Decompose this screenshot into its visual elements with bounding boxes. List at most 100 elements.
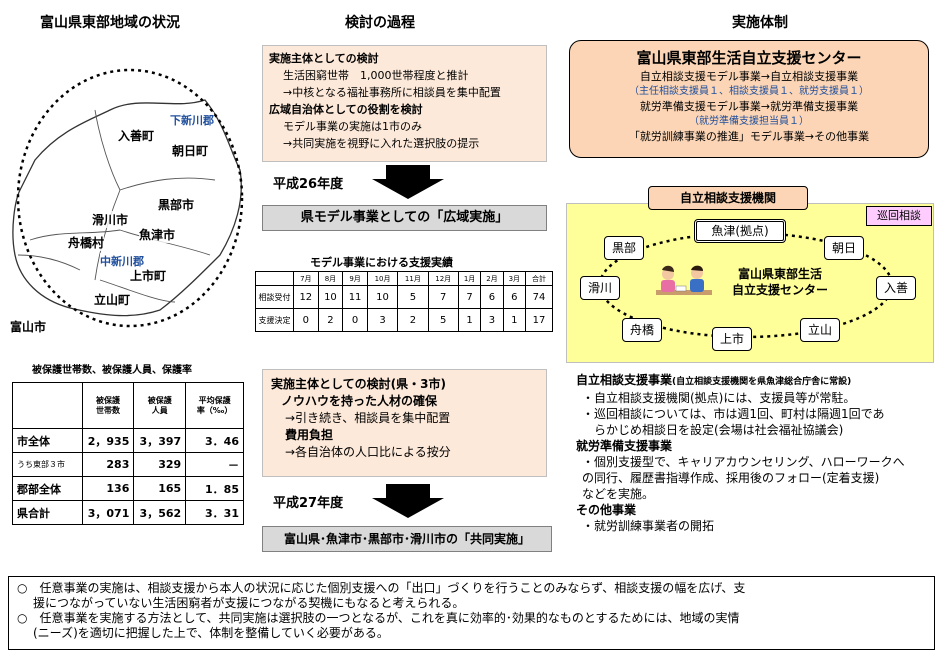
conclusion-line: (ニーズ)を適切に把握した上で、体制を整備していく必要がある。: [33, 626, 389, 640]
cell: 2: [317, 308, 344, 332]
table-row: 郡部全体 136 165 1．85: [12, 476, 244, 501]
month-header: 12月: [427, 271, 459, 286]
cell: 12: [293, 285, 319, 309]
month-header: 合計: [524, 271, 554, 286]
month-header: 7月: [293, 271, 319, 286]
patrol-label: 巡回相談: [866, 206, 932, 226]
conclusion-line: 援につながっていない生活困窮者が支援につながる契機にもなると考えられる。: [33, 596, 465, 610]
process-line: →各自治体の人口比による按分: [285, 445, 451, 459]
node-kamiichi: 上市: [712, 327, 752, 351]
row-label: 県合計: [12, 500, 83, 525]
cell: 10: [317, 285, 344, 309]
row-label: 郡部全体: [12, 476, 83, 501]
consultation-illustration: [656, 265, 712, 295]
results-title: モデル事業における支援実績: [310, 256, 453, 269]
map-label-nakaniikawa: 中新川郡: [100, 253, 144, 269]
table-row: 支援決定 0 2 0 3 2 5 1 3 1 17: [255, 308, 554, 332]
cell: 6: [502, 285, 526, 309]
details-line: ・自立相談支援機関(拠点)には、支援員等が常駐。: [582, 391, 856, 405]
cell: 7: [457, 285, 482, 309]
center-line: 「就労訓練事業の推進」モデル事業→その他事業: [628, 130, 870, 143]
band-joint: 富山県･魚津市･黒部市･滑川市の「共同実施」: [262, 526, 552, 552]
process-heading: 費用負担: [285, 428, 334, 442]
center-line: 自立相談支援モデル事業→自立相談支援事業: [639, 70, 859, 83]
details-line: らかじめ相談日を設定(会場は社会福祉協議会): [594, 423, 844, 437]
welfare-header-households: 被保護世帯数: [81, 382, 135, 429]
month-header: 2月: [480, 271, 504, 286]
conclusions-box: ○ 任意事業の実施は、相談支援から本人の状況に応じた個別支援への「出口」づくりを…: [8, 576, 935, 650]
cell: 3: [480, 308, 504, 332]
month-header: 8月: [317, 271, 344, 286]
cell: 17: [524, 308, 554, 332]
map-label-tateyama: 立山町: [94, 291, 131, 308]
conclusion-line: ○ 任意事業を実施する方法として、共同実施は選択肢の一つとなるが、これを真に効率…: [17, 611, 740, 625]
process-box-1: 実施主体としての検討 生活困窮世帯 1,000世帯程度と推計 →中核となる福祉事…: [262, 45, 547, 162]
node-namerikawa: 滑川: [580, 276, 620, 300]
cell-persons: 3，397: [133, 428, 187, 453]
cell: 5: [397, 285, 429, 309]
cell: 11: [342, 285, 368, 309]
month-header: 1月: [457, 271, 482, 286]
cell-persons: 165: [133, 476, 187, 501]
results-header-empty: [255, 271, 294, 286]
table-row: 県合計 3，071 3，562 3．31: [12, 500, 244, 525]
row-label: 支援決定: [255, 308, 294, 332]
band-wide-area: 県モデル事業としての「広域実施」: [262, 205, 547, 231]
month-header: 9月: [342, 271, 368, 286]
process-line: →中核となる福祉事務所に相談員を集中配置: [283, 86, 501, 99]
cell-households: 136: [81, 476, 135, 501]
process-heading: 実施主体としての検討(県・3市): [271, 377, 446, 391]
welfare-header-empty: [12, 382, 83, 429]
node-asahi: 朝日: [824, 236, 864, 260]
table-row: うち東部３市 283 329 －: [12, 452, 244, 477]
cell-persons: 329: [133, 452, 187, 477]
details-s3-title: その他事業: [576, 503, 637, 517]
cell: 1: [502, 308, 526, 332]
process-line: モデル事業の実施は1市のみ: [283, 120, 422, 133]
agency-center-line: 自立支援センター: [731, 283, 828, 297]
conclusion-line: ○ 任意事業の実施は、相談支援から本人の状況に応じた個別支援への「出口」づくりを…: [17, 581, 746, 595]
cell: 3: [366, 308, 399, 332]
process-line: 生活困窮世帯 1,000世帯程度と推計: [283, 69, 469, 82]
cell-rate: 3．31: [185, 500, 244, 525]
cell-rate: 3．46: [185, 428, 244, 453]
year-label-2: 平成27年度: [273, 496, 344, 511]
map-label-funahashi: 舟橋村: [68, 234, 105, 251]
cell: 2: [397, 308, 429, 332]
center-line: 就労準備支援モデル事業→就労準備支援事業: [639, 100, 859, 113]
map-label-kamiichi: 上市町: [130, 267, 167, 284]
details-section: 自立相談支援事業(自立相談支援機関を県魚津総合庁舎に常設) ・自立相談支援機関(…: [576, 372, 936, 534]
map-label-kurobe: 黒部市: [158, 196, 195, 213]
cell-households: 2，935: [81, 428, 135, 453]
agency-center-line: 富山県東部生活: [737, 267, 822, 281]
map-outline: [12, 99, 242, 317]
process-line: →引き続き、相談員を集中配置: [285, 411, 451, 425]
header-right: 実施体制: [732, 15, 788, 31]
cell-persons: 3，562: [133, 500, 187, 525]
process-heading: ノウハウを持った人材の確保: [281, 394, 438, 408]
process-box-2: 実施主体としての検討(県・3市) ノウハウを持った人材の確保 →引き続き、相談員…: [262, 369, 547, 477]
node-kurobe: 黒部: [604, 236, 644, 260]
month-header: 3月: [502, 271, 526, 286]
cell-households: 3，071: [81, 500, 135, 525]
agency-tab: 自立相談支援機関: [648, 186, 808, 210]
details-s1-header: 自立相談支援事業(自立相談支援機関を県魚津総合庁舎に常設): [576, 372, 936, 390]
table-row: 相談受付 12 10 11 10 5 7 7 6 6 74: [255, 285, 554, 309]
map-label-asahi: 朝日町: [172, 142, 209, 159]
welfare-header-persons: 被保護人員: [133, 382, 187, 429]
down-arrow-icon: [372, 165, 444, 199]
results-table: 7月 8月 9月 10月 11月 12月 1月 2月 3月 合計 相談受付 12…: [255, 271, 554, 332]
hub-node: 魚津(拠点): [694, 219, 786, 243]
cell: 0: [342, 308, 368, 332]
details-line: ・巡回相談については、市は週1回、町村は隔週1回であ: [582, 407, 885, 421]
month-header: 10月: [366, 271, 399, 286]
map-label-nyuzen: 入善町: [118, 127, 155, 144]
cell-rate: 1．85: [185, 476, 244, 501]
down-arrow-icon: [372, 484, 444, 518]
details-line: の同行、履歴書指導作成、採用後のフォロー(定着支援): [582, 471, 880, 485]
details-s2-title: 就労準備支援事業: [576, 439, 673, 453]
center-box: 富山県東部生活自立支援センター 自立相談支援モデル事業→自立相談支援事業 （主任…: [569, 40, 929, 158]
cell: 10: [366, 285, 399, 309]
year-label-1: 平成26年度: [273, 177, 344, 192]
node-funahashi: 舟橋: [622, 318, 662, 342]
